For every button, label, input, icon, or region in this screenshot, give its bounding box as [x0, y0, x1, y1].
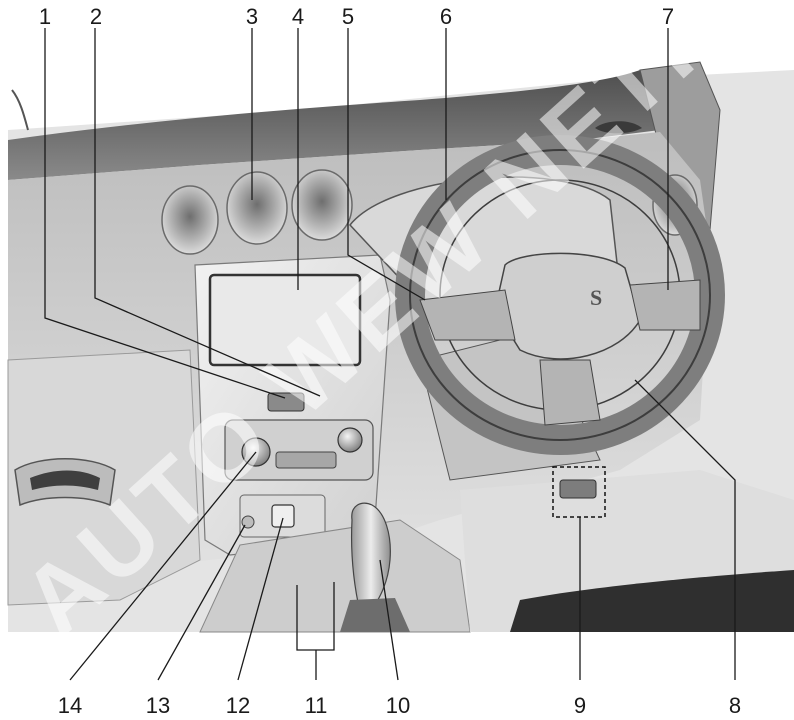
callout-8: 8 — [729, 693, 741, 718]
steering-hub — [494, 252, 641, 360]
callout-14: 14 — [58, 693, 82, 718]
antenna-wire — [11, 89, 29, 131]
callout-6: 6 — [440, 4, 452, 29]
usb-port-switch — [271, 504, 295, 528]
windshield-area — [8, 60, 794, 130]
leader-line-8 — [634, 379, 736, 680]
steering-spoke-bottom — [539, 359, 601, 426]
callout-2: 2 — [90, 4, 102, 29]
callout-7: 7 — [662, 4, 674, 29]
callout-13: 13 — [146, 693, 170, 718]
callout-11: 11 — [305, 693, 328, 718]
steering-spoke-right — [629, 279, 701, 331]
leader-line-2 — [94, 28, 321, 397]
leader-lines — [44, 28, 736, 681]
climate-buttons — [275, 451, 337, 469]
leader-line-13 — [157, 524, 246, 681]
hazard-switch — [267, 392, 305, 412]
leader-line-12 — [237, 517, 284, 681]
leader-line-14 — [69, 451, 257, 681]
leader-line-5 — [347, 28, 426, 301]
callout-12: 12 — [226, 693, 250, 718]
driver-seat-edge — [510, 570, 794, 632]
callout-3: 3 — [246, 4, 258, 29]
leader-line-1 — [44, 28, 286, 399]
brand-logo: S — [590, 285, 602, 310]
climate-knob-right — [337, 427, 363, 453]
callout-4: 4 — [292, 4, 304, 29]
callout-9: 9 — [574, 693, 586, 718]
door-handle-recess — [30, 470, 100, 490]
fuse-box-lever — [559, 479, 597, 499]
pillar-vent — [595, 121, 642, 134]
shift-boot — [340, 598, 410, 632]
callout-10: 10 — [386, 693, 410, 718]
callout-1: 1 — [39, 4, 51, 29]
callout-numbers: 1 2 3 4 5 6 7 8 9 10 11 12 13 14 — [39, 4, 741, 718]
callout-5: 5 — [342, 4, 354, 29]
leader-line-10 — [379, 559, 399, 681]
steering-spoke-left — [419, 289, 516, 341]
dashboard-top — [8, 62, 700, 180]
interior-drawing: S — [7, 60, 794, 633]
fuse-box-highlight — [552, 466, 606, 518]
shift-lever — [350, 502, 391, 613]
display-screen — [208, 273, 362, 367]
steering-wheel: S — [395, 135, 725, 455]
